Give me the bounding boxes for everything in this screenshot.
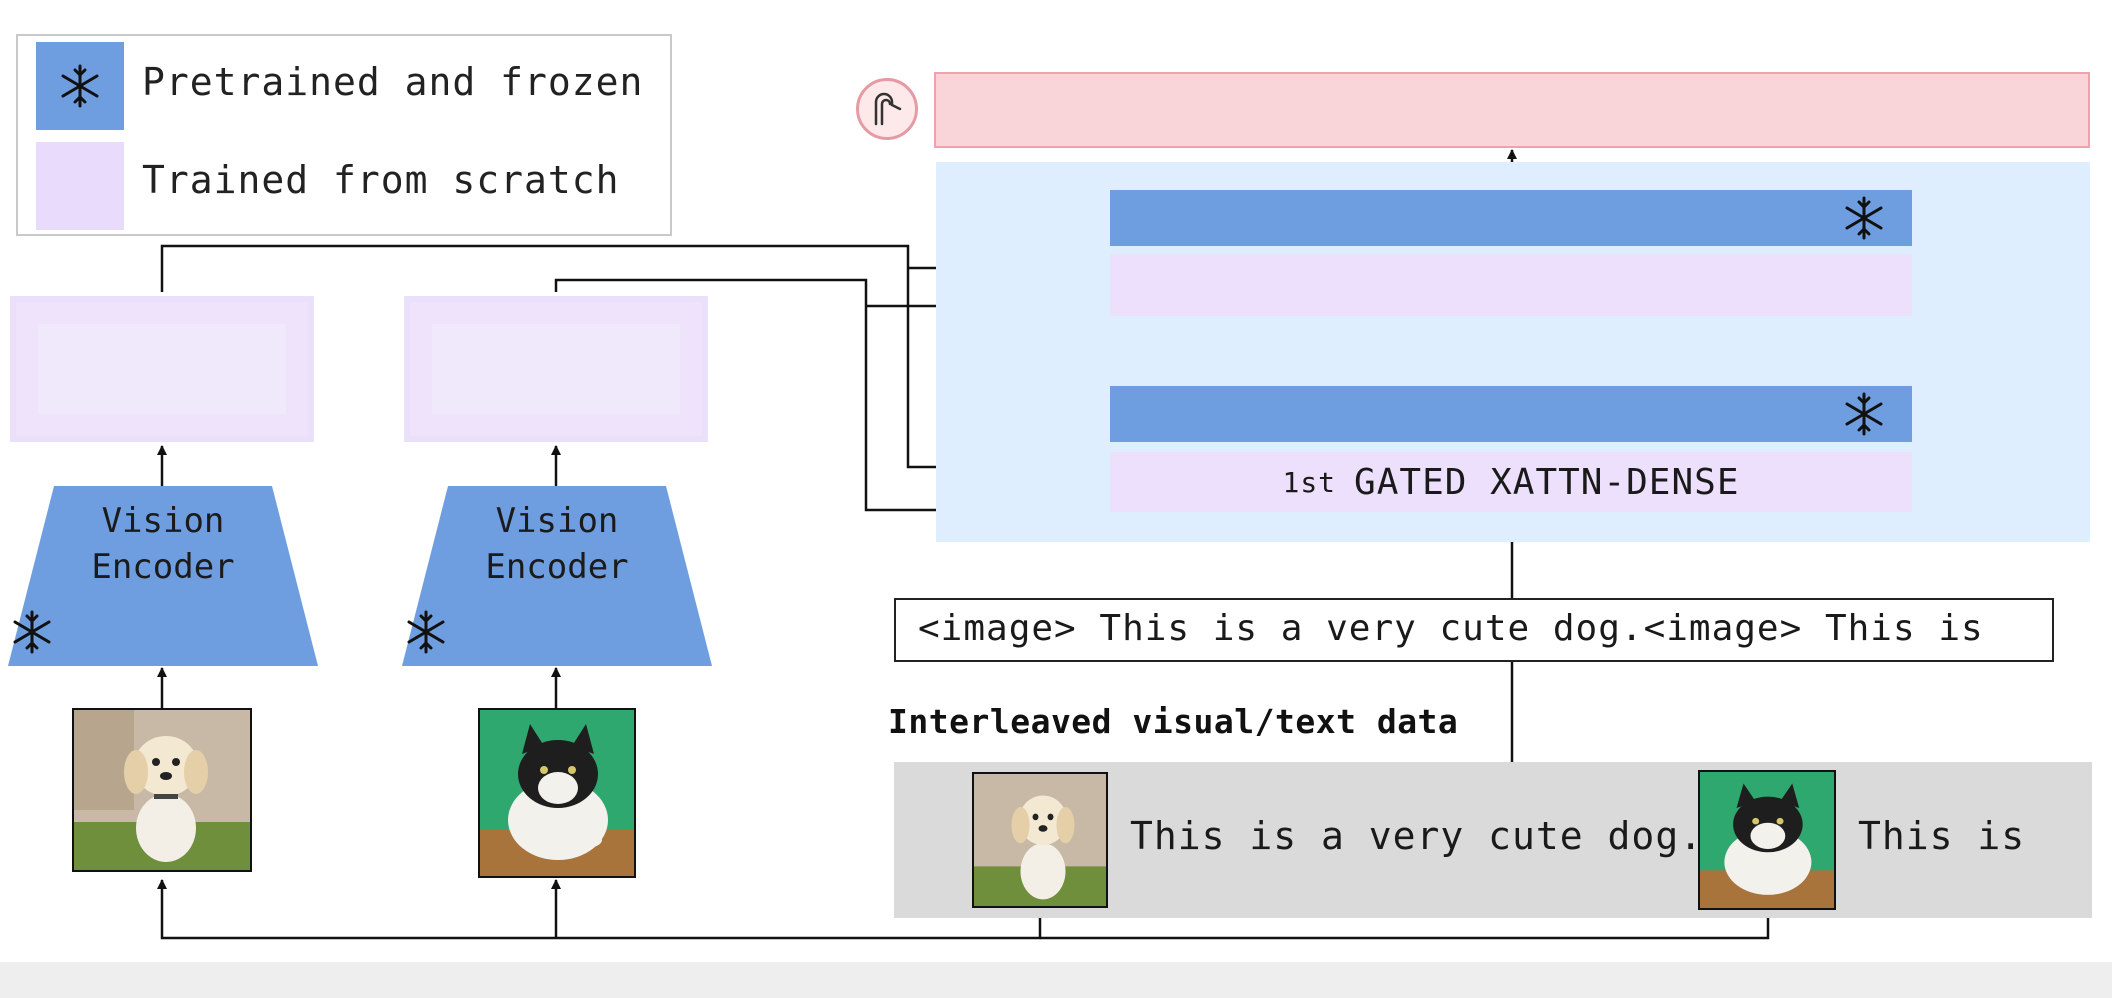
vision-encoder-label-line2: Encoder [91, 547, 235, 587]
output-bar [934, 72, 2090, 148]
interleaved-data-strip: This is a very cute dog. This is [894, 762, 2092, 918]
legend-frozen-swatch [36, 42, 124, 130]
interleaved-data-title: Interleaved visual/text data [888, 702, 1459, 741]
vision-encoder-1: Vision Encoder [8, 486, 318, 666]
vision-encoder-2: Vision Encoder [402, 486, 712, 666]
tokenized-text-box: <image> This is a very cute dog.<image> … [894, 598, 2054, 662]
snowflake-icon [61, 64, 99, 108]
perceiver-resampler-2 [404, 296, 708, 442]
perceiver-resampler-1 [10, 296, 314, 442]
legend-trained-swatch [36, 142, 124, 230]
xattn-block-top [1110, 254, 1912, 316]
tokenized-text: <image> This is a very cute dog.<image> … [918, 608, 1984, 649]
flamingo-logo-icon [856, 78, 918, 140]
strip-text-1: This is a very cute dog. [1130, 814, 1704, 858]
dog-image [72, 708, 252, 872]
snowflake-icon [407, 610, 445, 654]
vision-encoder-label-line1: Vision [101, 501, 225, 541]
legend: Pretrained and frozen Trained from scrat… [16, 34, 672, 236]
snowflake-icon [1845, 196, 1883, 240]
xattn-block-first: 1st GATED XATTN-DENSE [1110, 452, 1912, 512]
cat-image [1698, 770, 1836, 910]
strip-text-2: This is [1858, 814, 2026, 858]
dog-image [972, 772, 1108, 908]
xattn-label: GATED XATTN-DENSE [1354, 461, 1740, 503]
bottom-band [0, 962, 2112, 998]
lm-block-first [1110, 386, 1912, 442]
vision-encoder-label-line2: Encoder [485, 547, 629, 587]
legend-frozen-label: Pretrained and frozen [142, 60, 644, 104]
cat-image [478, 708, 636, 878]
snowflake-icon [1845, 392, 1883, 436]
legend-trained-label: Trained from scratch [142, 158, 620, 202]
xattn-prefix: 1st [1282, 465, 1337, 499]
snowflake-icon [13, 610, 51, 654]
vision-encoder-label-line1: Vision [495, 501, 619, 541]
lm-block-top [1110, 190, 1912, 246]
